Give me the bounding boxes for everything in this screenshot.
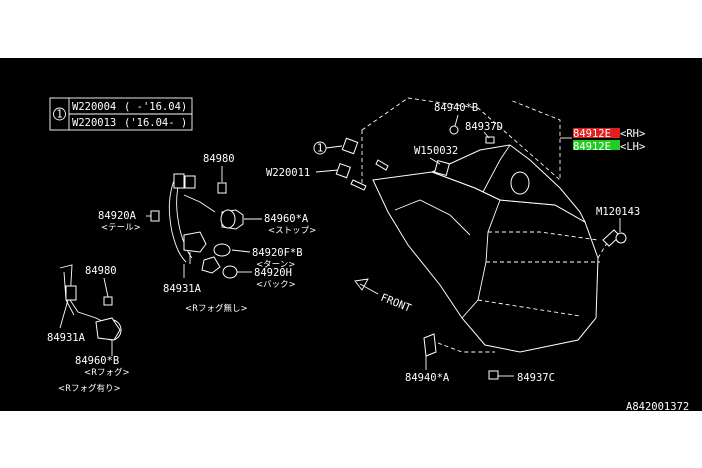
- callout-84931a-bottom: 84931A: [47, 332, 86, 344]
- legend-row-2-range: ('16.04- ): [124, 117, 187, 129]
- callout-84920h-sub: <バック>: [256, 280, 296, 290]
- front-direction-arrow: FRONT: [354, 278, 413, 315]
- callout-84920h: 84920H: [254, 267, 292, 279]
- callout-84960b: 84960*B: [75, 355, 119, 367]
- callout-circle1: 1: [317, 143, 323, 155]
- tail-lamp-assembly: [372, 144, 599, 353]
- callout-84912e-rh: 84912E: [573, 128, 611, 140]
- circle1-icon: [313, 141, 327, 155]
- callout-84920f: 84920F*B: [252, 247, 303, 259]
- callout-84960a-sub: <ストップ>: [268, 226, 316, 236]
- callout-84940b: 84940*B: [434, 102, 478, 114]
- callout-84980-top: 84980: [203, 153, 235, 165]
- with-fog-caption: <Rフォグ有り>: [58, 383, 121, 394]
- callout-84920f-sub: <ターン>: [256, 260, 295, 270]
- callout-rh: <RH>: [620, 128, 645, 140]
- callout-84960b-sub: <Rフォグ>: [84, 367, 130, 378]
- no-fog-caption: <Rフォグ無し>: [185, 303, 248, 314]
- legend-box: 1 W220004 ( -'16.04) W220013 ('16.04- ): [49, 97, 193, 131]
- callout-84912e-lh: 84912E: [573, 141, 611, 153]
- callout-84920a: 84920A: [98, 210, 137, 222]
- front-label: FRONT: [379, 292, 413, 315]
- callout-84940a: 84940*A: [405, 372, 450, 384]
- callout-m120143: M120143: [596, 206, 640, 218]
- parts-diagram: 1 W220004 ( -'16.04) W220013 ('16.04- ): [0, 58, 702, 411]
- legend-circle-icon: [53, 107, 66, 121]
- legend-row-1-range: ( -'16.04): [124, 101, 187, 113]
- callout-84931a-top: 84931A: [163, 283, 202, 295]
- callout-lh: <LH>: [620, 141, 645, 153]
- callout-84937c: 84937C: [517, 372, 555, 384]
- diagram-id: A842001372: [626, 401, 689, 411]
- harness-no-fog: [150, 173, 244, 279]
- leader-lines: [59, 114, 621, 377]
- callout-w220011: W220011: [266, 167, 310, 179]
- reference-lines: [361, 97, 611, 353]
- rh-highlight: [573, 128, 620, 138]
- legend-circle-number: 1: [56, 109, 62, 121]
- callout-w150032: W150032: [414, 145, 458, 157]
- lh-highlight: [573, 140, 620, 150]
- callout-84960a: 84960*A: [264, 213, 309, 225]
- callout-84980-bottom: 84980: [85, 265, 117, 277]
- legend-row-2-part: W220013: [72, 117, 116, 129]
- callout-labels: 84940*B 84937D 84912E <RH> 84912E <LH> 1…: [47, 102, 689, 411]
- callout-84937d: 84937D: [465, 121, 503, 133]
- legend-row-1-part: W220004: [72, 101, 116, 113]
- callout-84920a-sub: <テール>: [101, 223, 141, 233]
- diagram-canvas: 1 W220004 ( -'16.04) W220013 ('16.04- ): [47, 97, 689, 411]
